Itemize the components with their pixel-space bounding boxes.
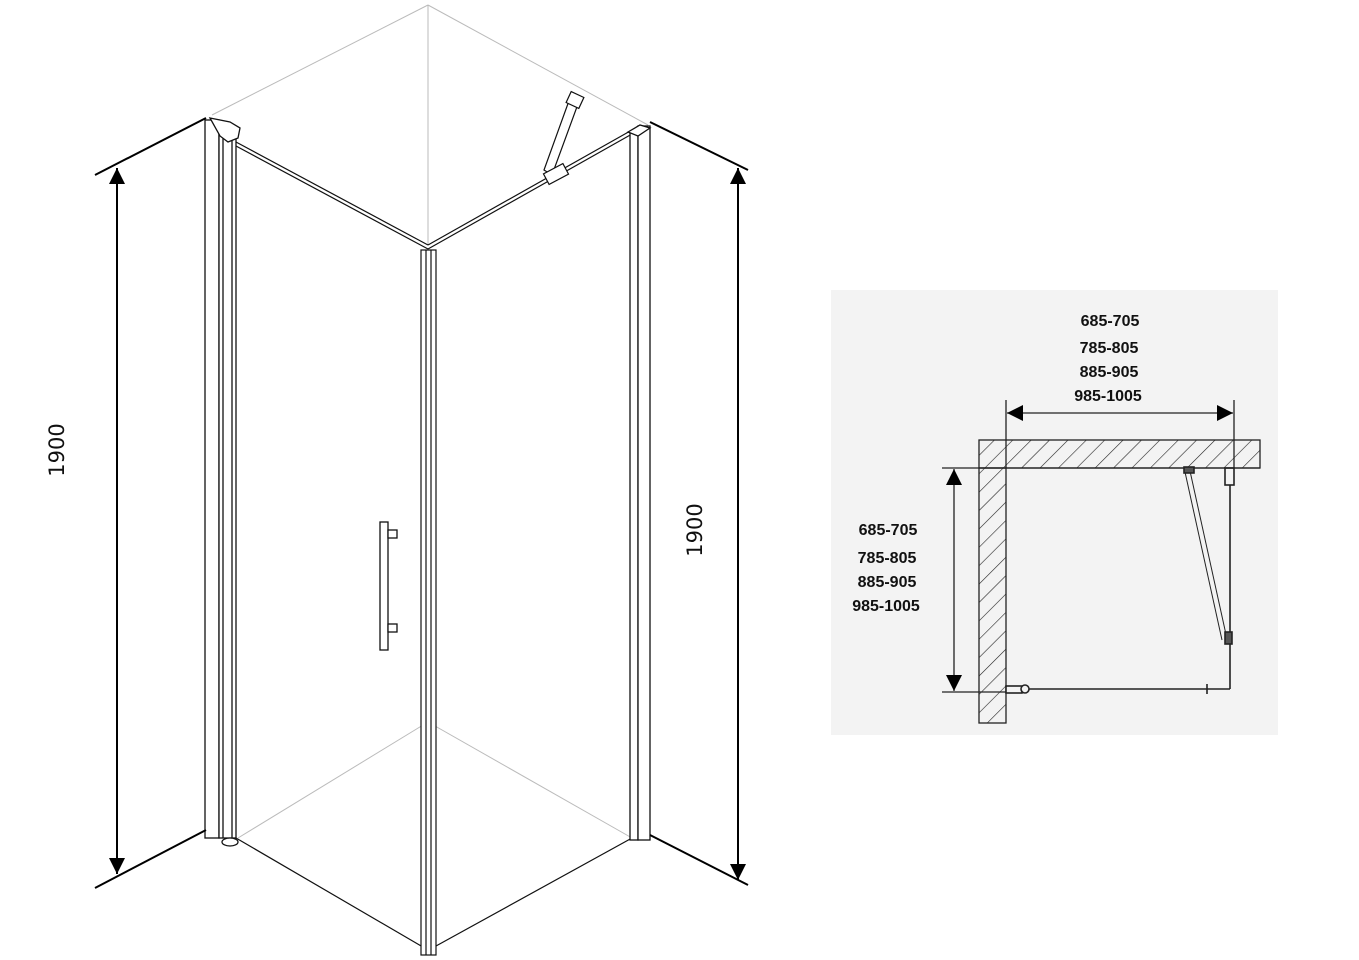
walls-hatched <box>978 439 1261 724</box>
left-height-dimension <box>94 117 207 889</box>
width-dimension <box>1005 400 1235 468</box>
stabilizer-bar <box>542 90 585 186</box>
plan-glass <box>1005 466 1235 694</box>
width-option: 885-905 <box>1080 364 1139 381</box>
width-option: 985-1005 <box>1074 388 1142 405</box>
right-height-label: 1900 <box>683 503 707 556</box>
depth-option: 985-1005 <box>852 598 920 615</box>
right-height-dimension <box>649 121 749 886</box>
depth-options: 685-705 785-805 885-905 985-1005 <box>852 522 920 615</box>
corner-post <box>420 249 437 956</box>
width-option: 785-805 <box>1080 340 1139 357</box>
depth-option: 785-805 <box>858 550 917 567</box>
door-glass <box>235 141 429 951</box>
plan-background <box>831 290 1278 735</box>
isometric-view: 1900 1900 <box>45 4 749 956</box>
depth-option: 885-905 <box>858 574 917 591</box>
depth-option: 685-705 <box>859 522 918 539</box>
depth-dimension <box>942 467 1260 693</box>
width-option: 685-705 <box>1081 313 1140 330</box>
left-height-label: 1900 <box>45 423 69 476</box>
width-options: 685-705 785-805 885-905 985-1005 <box>1074 313 1142 405</box>
plan-view: 685-705 785-805 885-905 985-1005 685-705… <box>831 290 1278 735</box>
side-panel-glass <box>427 129 633 947</box>
door-handle <box>379 521 398 651</box>
hinge-profile <box>204 117 241 847</box>
wall-profile <box>626 124 652 841</box>
